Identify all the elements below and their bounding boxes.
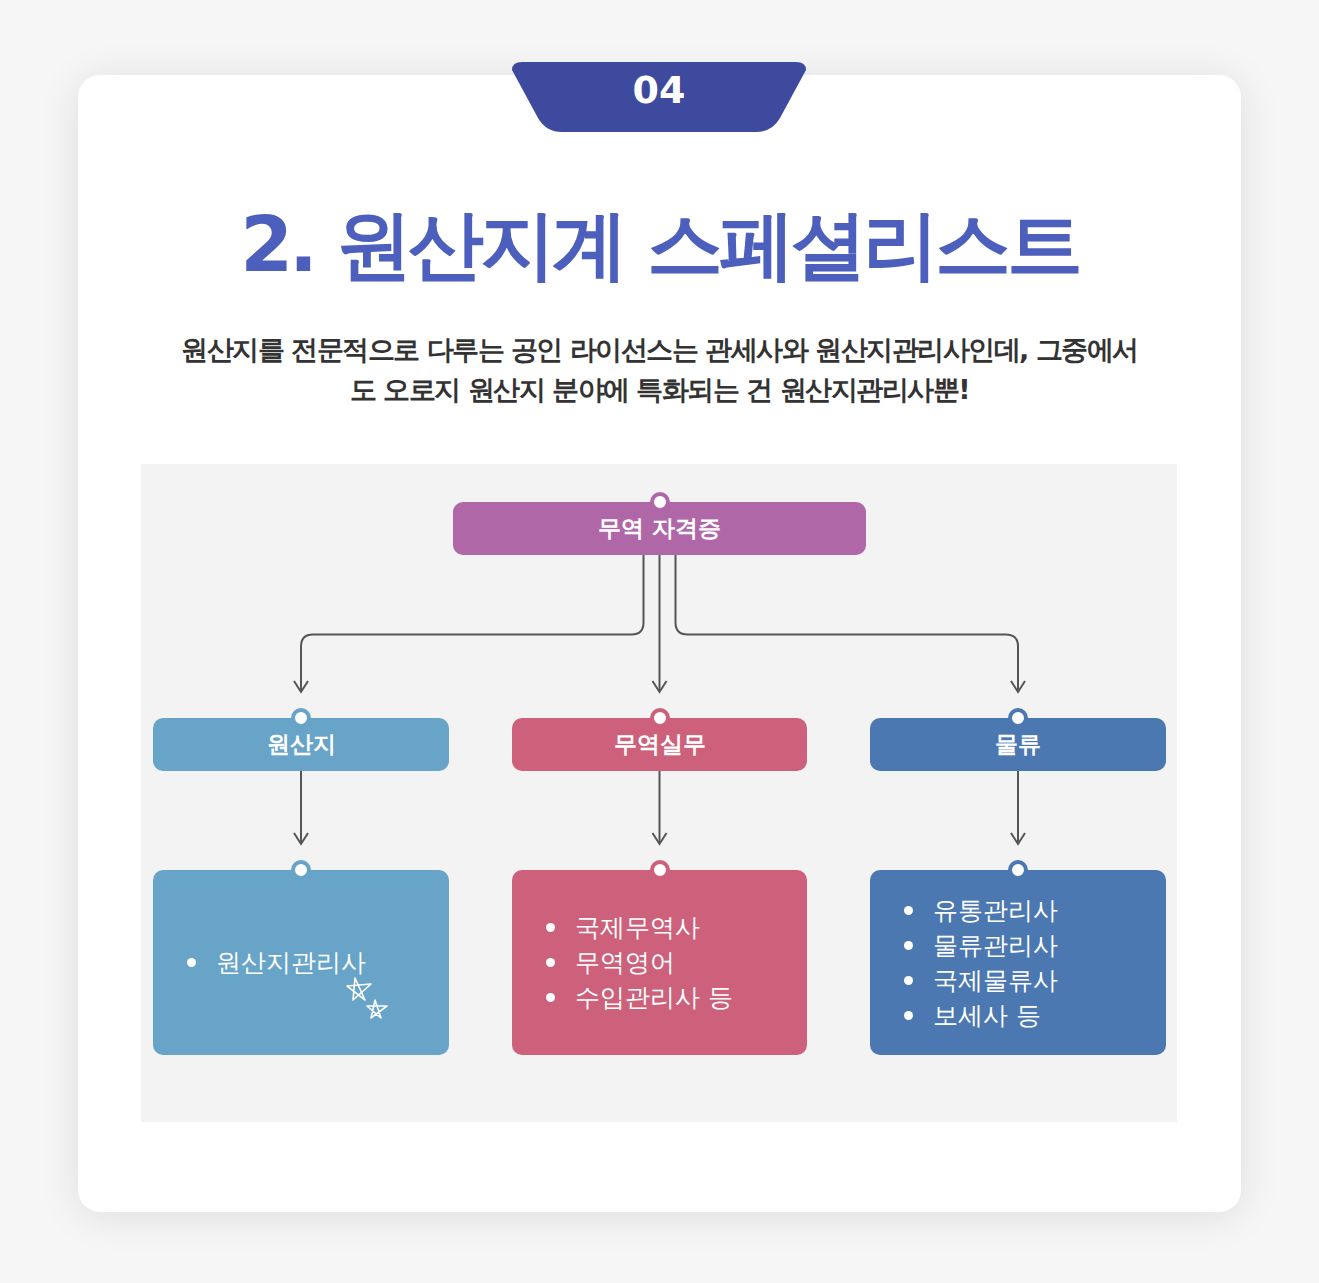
list-item: 원산지관리사	[187, 945, 366, 980]
bullet-dot	[546, 923, 555, 932]
connector-line	[676, 555, 1019, 692]
category-box: 물류	[870, 718, 1166, 771]
box-label: 물류	[995, 729, 1041, 760]
pin-ring	[652, 862, 668, 878]
list-item: 무역영어	[546, 945, 675, 980]
connector-line	[1017, 771, 1019, 844]
page-title: 2. 원산지계 스페셜리스트	[100, 195, 1219, 298]
connector-line	[659, 771, 661, 844]
list-text: 무역영어	[575, 945, 675, 980]
list-item: 보세사 등	[904, 998, 1041, 1033]
arrow-head	[653, 833, 667, 844]
list-item: 물류관리사	[904, 928, 1058, 963]
category-box: 무역실무	[512, 718, 807, 771]
pin-ring	[652, 710, 668, 726]
list-text: 원산지관리사	[216, 945, 366, 980]
pin-circle	[290, 859, 312, 881]
connector	[676, 555, 1026, 692]
page-caption: 원산지를 전문적으로 다루는 공인 라이선스는 관세사와 원산지관리사인데, 그…	[180, 330, 1139, 410]
bullet-dot	[546, 958, 555, 967]
pin-ring	[293, 862, 309, 878]
list-item: 유통관리사	[904, 893, 1058, 928]
connector	[653, 771, 667, 844]
pin-ring	[652, 494, 668, 510]
connector	[294, 771, 308, 844]
pin-circle	[1007, 707, 1029, 729]
certificate-box: 국제무역사무역영어수입관리사 등	[512, 870, 807, 1055]
tab-fill	[512, 62, 806, 132]
list-text: 수입관리사 등	[575, 980, 733, 1015]
box-label: 무역실무	[614, 729, 706, 760]
list-item: 수입관리사 등	[546, 980, 733, 1015]
arrow-head	[1011, 833, 1025, 844]
category-box: 원산지	[153, 718, 449, 771]
bullet-dot	[904, 906, 913, 915]
pin-circle	[649, 707, 671, 729]
list-text: 국제무역사	[575, 910, 700, 945]
list-text: 보세사 등	[933, 998, 1041, 1033]
connector-line	[659, 555, 661, 692]
category-box: 무역 자격증	[453, 502, 866, 555]
list-text: 국제물류사	[933, 963, 1058, 998]
star-stroke	[347, 978, 371, 1000]
list-item: 국제물류사	[904, 963, 1058, 998]
pin-ring	[1010, 710, 1026, 726]
bullet-dot	[904, 941, 913, 950]
bullet-dot	[904, 976, 913, 985]
connector	[294, 555, 644, 692]
star-stroke	[367, 1000, 387, 1018]
pin-ring	[1010, 862, 1026, 878]
certificate-box: 유통관리사물류관리사국제물류사보세사 등	[870, 870, 1166, 1055]
box-label: 원산지	[267, 729, 336, 760]
arrow-head	[1011, 681, 1025, 692]
arrow-head	[653, 681, 667, 692]
list-item: 국제무역사	[546, 910, 700, 945]
list-text: 유통관리사	[933, 893, 1058, 928]
arrow-head	[294, 681, 308, 692]
pin-circle	[649, 859, 671, 881]
pin-circle	[1007, 859, 1029, 881]
bullet-dot	[546, 993, 555, 1002]
connector	[1011, 771, 1025, 844]
pin-ring	[293, 710, 309, 726]
bullet-dot	[187, 958, 196, 967]
arrow-head	[294, 833, 308, 844]
pin-circle	[649, 491, 671, 513]
bullet-dot	[904, 1011, 913, 1020]
connector-line	[300, 771, 302, 844]
connector	[653, 555, 667, 692]
box-label: 무역 자격증	[598, 513, 721, 544]
tab-number: 04	[512, 68, 806, 112]
pin-circle	[290, 707, 312, 729]
star-doodle	[343, 970, 403, 1030]
certificate-box: 원산지관리사	[153, 870, 449, 1055]
connector-line	[301, 555, 644, 692]
list-text: 물류관리사	[933, 928, 1058, 963]
